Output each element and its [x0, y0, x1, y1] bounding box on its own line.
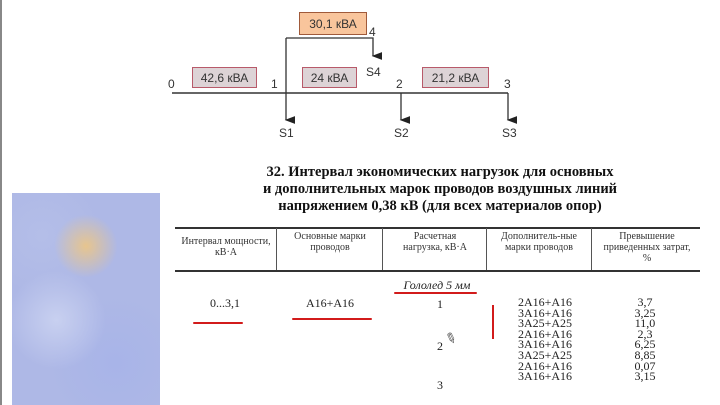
excess-cost-value: 8,85: [634, 348, 656, 362]
col-divider: [382, 228, 383, 270]
table-title: 32. Интервал экономических нагрузок для …: [200, 164, 680, 215]
branch-4: [286, 37, 383, 60]
network-diagram: [172, 37, 518, 124]
node-2: 2: [396, 77, 403, 91]
segment-1-4-load: 30,1 кВА: [299, 12, 367, 35]
additional-wire: 3А16+А16: [517, 305, 573, 320]
book-cover-image: [12, 193, 160, 405]
segment-2-3-load: 21,2 кВА: [422, 67, 489, 88]
excess-cost-value: 2,3: [637, 326, 653, 341]
annotation-bracket: [492, 305, 494, 339]
node-0: 0: [168, 77, 175, 91]
excess-cost-value: 3,15: [634, 369, 656, 384]
node-1: 1: [271, 77, 278, 91]
additional-wire: 3А25+А25: [517, 316, 573, 331]
header-interval: Интервал мощности, кВ·А: [181, 236, 271, 258]
header-additional-wires: Дополнитель-ные марки проводов: [501, 231, 577, 253]
excess-cost-value: 6,25: [634, 337, 656, 352]
main-wire-value: А16+А16: [305, 296, 355, 310]
title-line-3: напряжением 0,38 кВ (для всех материалов…: [278, 198, 602, 214]
load-s1: S1: [279, 126, 294, 140]
header-main-wires: Основные марки проводов: [294, 231, 366, 253]
load-1: 1: [437, 297, 443, 311]
load-3: 3: [437, 378, 443, 392]
title-line-1: 32. Интервал экономических нагрузок для …: [266, 164, 614, 180]
interval-value: 0...3,1: [210, 296, 240, 310]
section-ice: Гололед 5 мм: [403, 278, 471, 292]
additional-wire: 3А16+А16: [517, 337, 573, 352]
load-s2: S2: [394, 126, 409, 140]
annotation-underline: [292, 318, 372, 320]
col-divider: [276, 228, 277, 270]
header-excess-cost: Превышение приведенных затрат, %: [603, 231, 691, 264]
segment-1-2-load: 24 кВА: [302, 67, 357, 88]
left-edge-border: [0, 0, 2, 405]
table-top-rule: [175, 227, 700, 229]
table-header-rule: [175, 270, 700, 272]
node-4: 4: [369, 25, 376, 39]
col-divider: [486, 228, 487, 270]
load-s4: S4: [366, 65, 381, 79]
title-line-2: и дополнительных марок проводов воздушны…: [262, 181, 618, 197]
load-2: 2: [437, 339, 443, 353]
additional-wire: 2А16+А16: [517, 358, 573, 373]
excess-cost-value: 3,7: [637, 295, 653, 309]
additional-wire: 3А25+А25: [517, 348, 573, 362]
node-3: 3: [504, 77, 511, 91]
annotation-underline: [394, 292, 477, 294]
load-s3: S3: [502, 126, 517, 140]
excess-cost-value: 11,0: [634, 316, 656, 331]
excess-cost-value: 3,25: [634, 305, 656, 320]
additional-wire: 2А16+А16: [517, 295, 573, 309]
additional-wire: 3А16+А16: [517, 369, 573, 384]
additional-wire: 2А16+А16: [517, 326, 573, 341]
segment-0-1-load: 42,6 кВА: [192, 67, 257, 88]
header-design-load: Расчетная нагрузка, кВ·А: [403, 231, 467, 253]
excess-cost-value: 0,07: [634, 358, 656, 373]
col-divider: [591, 228, 592, 270]
annotation-underline: [193, 322, 243, 324]
